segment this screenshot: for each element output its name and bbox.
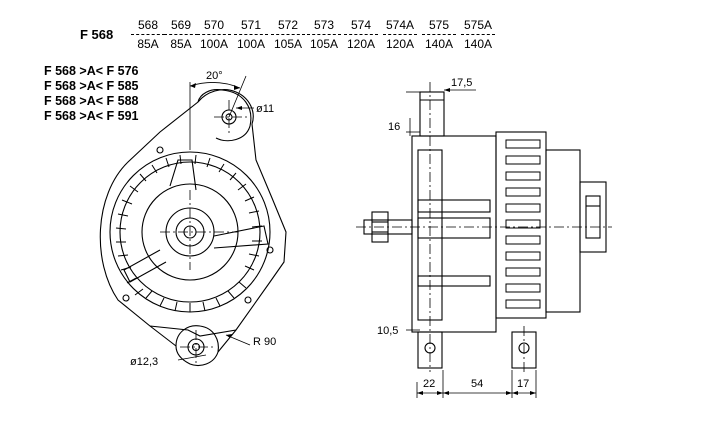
dim-width-left: 22 xyxy=(423,378,436,390)
variant-amperage: 100A xyxy=(236,37,266,51)
variant-code: 571 xyxy=(234,18,268,35)
variant-amperage: 140A xyxy=(463,37,493,51)
dim-top-offset: 17,5 xyxy=(451,77,473,89)
dim-width-mid: 54 xyxy=(471,378,484,390)
variant-column: 570 100A xyxy=(197,18,231,52)
variant-amperage: 85A xyxy=(170,37,192,51)
variant-code: 575A xyxy=(461,18,495,35)
variant-code: 569 xyxy=(164,18,198,35)
dim-hole-top: ø11 xyxy=(256,103,275,115)
variant-column: 571 100A xyxy=(234,18,268,52)
variant-amperage: 120A xyxy=(346,37,376,51)
variant-code: 574A xyxy=(383,18,417,35)
variant-column: 575A 140A xyxy=(461,18,495,52)
model-number: F 568 xyxy=(80,27,114,42)
variant-code: 575 xyxy=(422,18,456,35)
compatibility-list: F 568 >A< F 576 F 568 >A< F 585 F 568 >A… xyxy=(44,64,139,124)
dim-top-thickness: 16 xyxy=(388,121,401,133)
variant-column: 573 105A xyxy=(307,18,341,52)
variant-amperage: 100A xyxy=(199,37,229,51)
compatibility-line: F 568 >A< F 591 xyxy=(44,109,139,123)
variant-code: 572 xyxy=(271,18,305,35)
variant-code: 574 xyxy=(344,18,378,35)
variant-amperage: 120A xyxy=(385,37,415,51)
compatibility-line: F 568 >A< F 585 xyxy=(44,79,139,93)
variant-amperage: 85A xyxy=(137,37,159,51)
variant-code: 568 xyxy=(131,18,165,35)
dim-hole-bottom: ø12,3 xyxy=(130,356,159,368)
variant-code: 570 xyxy=(197,18,231,35)
variant-column: 574A 120A xyxy=(383,18,417,52)
variant-amperage: 105A xyxy=(309,37,339,51)
variant-amperage: 140A xyxy=(424,37,454,51)
dim-radius: R 90 xyxy=(253,336,277,348)
compatibility-line: F 568 >A< F 576 xyxy=(44,64,139,78)
dim-width-right: 17 xyxy=(517,378,530,390)
dim-bottom-thickness: 10,5 xyxy=(377,325,399,337)
variant-column: 575 140A xyxy=(422,18,456,52)
dim-angle: 20° xyxy=(206,70,223,82)
variant-code: 573 xyxy=(307,18,341,35)
variant-column: 574 120A xyxy=(344,18,378,52)
variant-amperage: 105A xyxy=(273,37,303,51)
variant-column: 572 105A xyxy=(271,18,305,52)
compatibility-line: F 568 >A< F 588 xyxy=(44,94,139,108)
